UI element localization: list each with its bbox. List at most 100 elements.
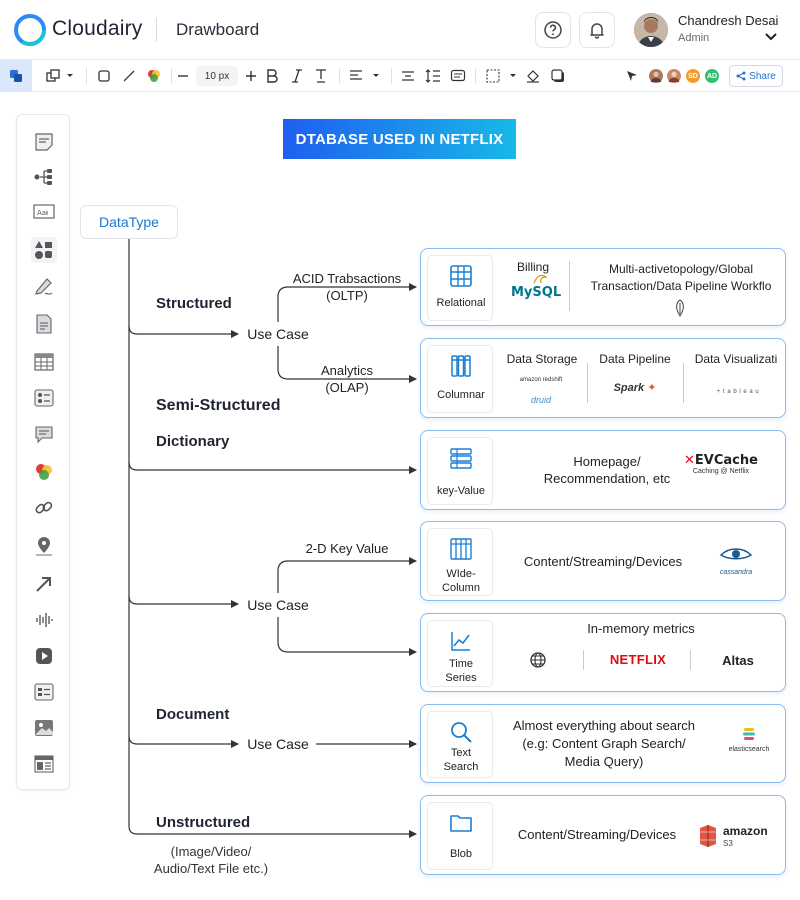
sidebar-comment[interactable]: [31, 421, 57, 447]
use-case-node-structured[interactable]: Use Case: [241, 323, 315, 345]
category-semi-structured[interactable]: Semi-Structured: [156, 397, 281, 414]
use-case-node-document[interactable]: Use Case: [241, 733, 315, 755]
card-wide-column[interactable]: WIde- Column Content/Streaming/Devices c…: [420, 521, 786, 601]
fill-color-tool[interactable]: [146, 66, 162, 86]
db-type-text-search[interactable]: Text Search: [427, 711, 493, 778]
toolbar-divider: [171, 68, 172, 84]
table-icon: [34, 353, 54, 371]
fill-bucket-button[interactable]: [526, 66, 540, 86]
multi-active-text: Multi-activetopology/Global Transaction/…: [579, 261, 783, 295]
card-columnar[interactable]: Columnar Data Storage Data Pipeline Data…: [420, 338, 786, 418]
rectangle-tool[interactable]: [96, 66, 112, 86]
card-blob[interactable]: Blob Content/Streaming/Devices amazon S3: [420, 795, 786, 875]
collaborator-photo-icon: [649, 69, 663, 83]
bell-icon: [590, 23, 604, 39]
line-height-icon: [425, 69, 440, 83]
user-avatar[interactable]: [634, 13, 668, 47]
evcache-name: EVCache: [694, 453, 758, 468]
share-button[interactable]: Share: [729, 65, 783, 87]
sidebar-table[interactable]: [31, 349, 57, 375]
key-value-line-2: Recommendation, etc: [543, 471, 671, 486]
folder-icon: [450, 815, 472, 832]
italic-button[interactable]: [290, 66, 304, 86]
arrange-dropdown[interactable]: [44, 66, 76, 86]
sidebar-layout[interactable]: [31, 679, 57, 705]
paint-bucket-icon: [527, 70, 539, 83]
category-document[interactable]: Document: [156, 706, 230, 723]
use-case-node-semi-structured[interactable]: Use Case: [241, 594, 315, 616]
color-palette-icon: [148, 70, 160, 82]
category-structured[interactable]: Structured: [156, 295, 232, 312]
text-style-button[interactable]: [314, 66, 328, 86]
root-node-datatype[interactable]: DataType: [80, 205, 178, 239]
category-dictionary[interactable]: Dictionary: [156, 433, 230, 450]
sidebar-arrow[interactable]: [31, 571, 57, 597]
brand-name: Cloudairy: [52, 17, 143, 40]
diagram-title[interactable]: DTABASE USED IN NETFLIX: [283, 119, 516, 159]
sidebar-checklist[interactable]: [31, 385, 57, 411]
sidebar-pen[interactable]: [31, 273, 57, 299]
font-size-input[interactable]: 10 px: [196, 66, 238, 86]
select-tool-button[interactable]: [0, 60, 32, 92]
shadow-button[interactable]: [551, 66, 565, 86]
category-unstructured[interactable]: Unstructured: [156, 814, 251, 831]
unstructured-note: (Image/Video/ Audio/Text File etc.): [140, 843, 282, 877]
sidebar-video[interactable]: [31, 643, 57, 669]
sidebar-sticky-note[interactable]: [31, 129, 57, 155]
db-type-label: Time Series: [428, 657, 494, 685]
notifications-button[interactable]: [579, 12, 615, 48]
toolbar-divider: [339, 68, 340, 84]
cassandra-logo: cassandra: [711, 546, 761, 576]
sidebar-template[interactable]: [31, 751, 57, 777]
help-button[interactable]: [535, 12, 571, 48]
comment-button[interactable]: [450, 66, 466, 86]
grid-dropdown[interactable]: [485, 66, 519, 86]
collaborator-badge-sd[interactable]: SD: [685, 68, 701, 84]
collaborator-badge-ad[interactable]: AD: [704, 68, 720, 84]
cursor-button[interactable]: [625, 66, 639, 86]
card-relational[interactable]: Relational Billing MySQL Multi-activetop…: [420, 248, 786, 326]
table-grid-icon: [450, 265, 472, 287]
toolbar-divider: [86, 68, 87, 84]
db-type-relational[interactable]: Relational: [427, 255, 493, 321]
sidebar-mindmap[interactable]: [31, 164, 57, 190]
sidebar-location[interactable]: [31, 533, 57, 559]
chevron-down-icon[interactable]: [764, 32, 778, 42]
cassandra-eye-icon: [719, 548, 753, 560]
collaborator-avatar[interactable]: [648, 68, 664, 84]
font-size-decrease[interactable]: [176, 66, 190, 86]
text-height-button[interactable]: [425, 66, 441, 86]
card-key-value[interactable]: key-Value Homepage/ Recommendation, etc …: [420, 430, 786, 510]
text-search-use-text: Almost everything about search (e.g: Con…: [505, 717, 703, 771]
card-time-series[interactable]: Time Series In-memory metrics NETFLIX Al…: [420, 613, 786, 692]
db-type-columnar[interactable]: Columnar: [427, 345, 493, 413]
sidebar-colors[interactable]: [31, 459, 57, 485]
cloudairy-logo-icon[interactable]: [14, 14, 46, 46]
sidebar-document[interactable]: [31, 311, 57, 337]
text-align-dropdown[interactable]: [348, 66, 382, 86]
collaborator-avatar[interactable]: [666, 68, 682, 84]
sidebar-shapes[interactable]: [31, 237, 57, 263]
evcache-logo: ✕EVCache Caching @ Netflix: [683, 453, 759, 475]
sidebar-audio[interactable]: [31, 607, 57, 633]
sidebar-text[interactable]: Aa: [31, 199, 57, 225]
db-type-key-value[interactable]: key-Value: [427, 437, 493, 505]
unstructured-note-line-1: (Image/Video/: [170, 844, 252, 859]
db-type-blob[interactable]: Blob: [427, 802, 493, 870]
data-pipeline-label: Data Pipeline: [599, 352, 671, 366]
font-size-increase[interactable]: [244, 66, 258, 86]
line-spacing-button[interactable]: [401, 66, 415, 86]
sidebar-image[interactable]: [31, 715, 57, 741]
bold-button[interactable]: [265, 66, 279, 86]
mysql-logo-text: MySQL: [511, 285, 562, 300]
db-type-time-series[interactable]: Time Series: [427, 620, 493, 687]
shadow-icon: [551, 69, 564, 82]
blob-use-text: Content/Streaming/Devices: [517, 827, 677, 842]
db-type-wide-column[interactable]: WIde- Column: [427, 528, 493, 596]
card-text-search[interactable]: Text Search Almost everything about sear…: [420, 704, 786, 783]
altas-label: Altas: [722, 653, 754, 668]
line-tool[interactable]: [121, 66, 137, 86]
wide-column-edge: [277, 557, 417, 593]
sidebar-link[interactable]: [31, 495, 57, 521]
user-role: Admin: [678, 32, 710, 44]
